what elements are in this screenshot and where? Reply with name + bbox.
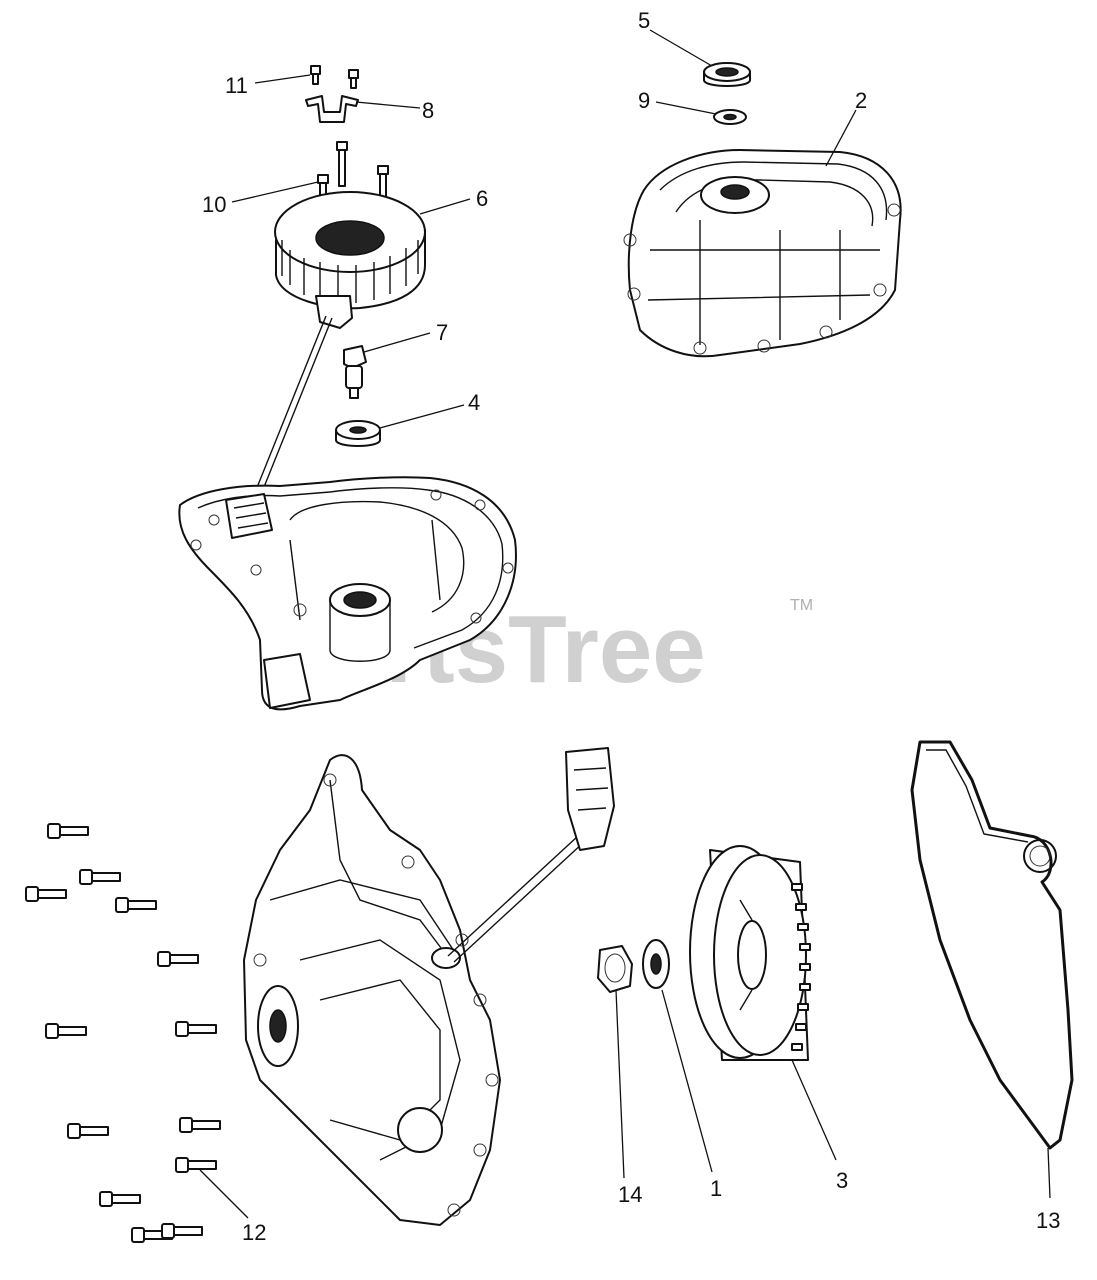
part-4-spacer[interactable]: [335, 420, 381, 447]
part-3-rotor[interactable]: [689, 845, 811, 1061]
part-14-nut[interactable]: [597, 945, 633, 993]
lower-housing[interactable]: [178, 476, 517, 711]
stator-lead-wire: [255, 315, 333, 493]
callout-5: 5: [638, 8, 650, 33]
part-13-gasket[interactable]: [910, 740, 1074, 1150]
callout-numbers: 11 8 10 6 7 4 5 9 2 12 14 1 3 13: [202, 8, 1060, 1245]
part-7-sensor[interactable]: [343, 345, 367, 399]
rotor-tooth-marks: [791, 883, 811, 1051]
callout-13: 13: [1036, 1208, 1060, 1233]
stator-connector[interactable]: [225, 493, 273, 539]
part-9-washer[interactable]: [713, 109, 747, 125]
callout-9: 9: [638, 88, 650, 113]
part-6-stator[interactable]: [274, 191, 426, 329]
callout-14: 14: [618, 1182, 642, 1207]
callout-7: 7: [436, 320, 448, 345]
callout-10: 10: [202, 192, 226, 217]
part-1-washer[interactable]: [642, 939, 670, 989]
part-5-grommet[interactable]: [703, 62, 751, 87]
callout-12: 12: [242, 1220, 266, 1245]
callout-1: 1: [710, 1176, 722, 1201]
callout-3: 3: [836, 1168, 848, 1193]
callout-8: 8: [422, 98, 434, 123]
main-gear-housing[interactable]: [243, 754, 501, 1226]
callout-11: 11: [225, 73, 248, 98]
callout-2: 2: [855, 88, 867, 113]
leader-lines: [199, 29, 1051, 1219]
part-11-screws[interactable]: [310, 65, 359, 89]
callout-6: 6: [476, 186, 488, 211]
part-8-bracket[interactable]: [305, 95, 359, 123]
part-12-bolts[interactable]: [25, 823, 221, 1243]
speed-sensor-harness[interactable]: [447, 747, 615, 963]
watermark-trademark: TM: [790, 597, 813, 614]
part-2-upper-housing[interactable]: [623, 149, 902, 358]
callout-4: 4: [468, 390, 480, 415]
